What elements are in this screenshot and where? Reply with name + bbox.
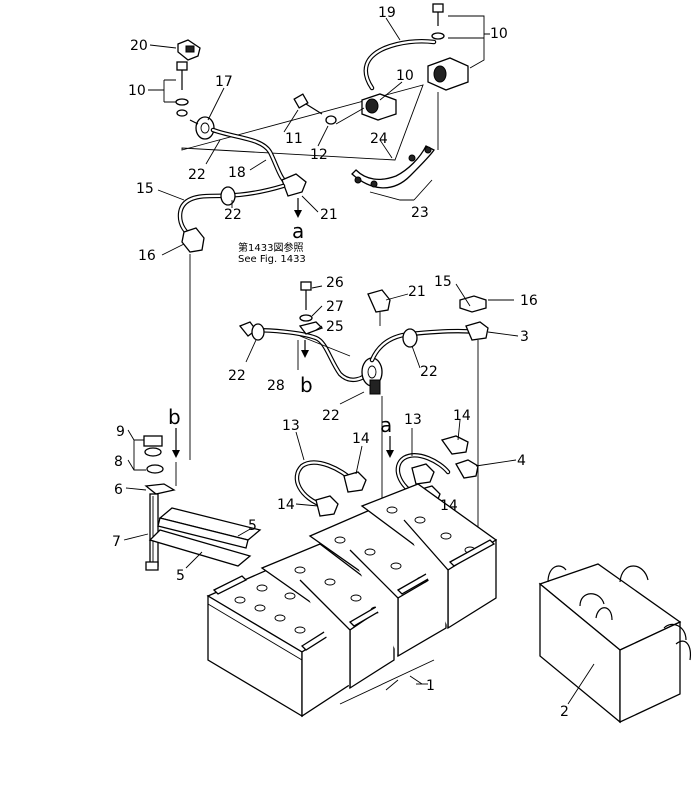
terminal-part-4 (455, 459, 479, 479)
cable-part-13-left (294, 460, 367, 517)
figure-reference-jp: 第1433図参照 (238, 241, 303, 254)
callout-10-middle: 10 (396, 68, 414, 84)
callout-3: 3 (520, 329, 529, 345)
callout-22-grommet: 22 (322, 408, 340, 424)
callout-22-left: 22 (224, 207, 242, 223)
upper-right-assembly (293, 3, 469, 189)
callout-14-left: 14 (277, 497, 295, 513)
callout-22-mid-left: 22 (228, 368, 246, 384)
terminal-part-20 (177, 39, 201, 61)
callout-21-top: 21 (320, 207, 338, 223)
callout-21-mid: 21 (408, 284, 426, 300)
callout-5-left: 5 (176, 568, 185, 584)
callout-7: 7 (112, 534, 121, 550)
callout-10-left: 10 (128, 83, 146, 99)
middle-assembly (238, 281, 489, 560)
callout-13-right: 13 (404, 412, 422, 428)
battery-group-part-1 (206, 483, 498, 718)
view-marker-b-mid: b (300, 373, 313, 397)
battery-box-part-2 (538, 563, 691, 724)
terminal-part-16-right (459, 295, 487, 313)
callout-20: 20 (130, 38, 148, 54)
terminal-part-21-top (281, 173, 307, 197)
callout-16-right: 16 (520, 293, 538, 309)
callout-25: 25 (326, 319, 344, 335)
callout-14-mid: 14 (352, 431, 370, 447)
clamp-block-middle (361, 93, 397, 121)
callout-9: 9 (116, 424, 125, 440)
callout-6: 6 (114, 482, 123, 498)
callout-22-top: 22 (188, 167, 206, 183)
bracket-part-23-24 (351, 145, 435, 189)
callout-8: 8 (114, 454, 123, 470)
rod-part-7 (149, 493, 159, 567)
callout-14-top-right: 14 (453, 408, 471, 424)
view-arrow-a-top (294, 198, 302, 218)
callout-24: 24 (370, 131, 388, 147)
callout-4: 4 (517, 453, 526, 469)
view-arrow-b-low (172, 428, 180, 458)
clamp-block-right (427, 57, 469, 91)
callout-1: 1 (426, 678, 435, 694)
callout-18: 18 (228, 165, 246, 181)
callout-13-left: 13 (282, 418, 300, 434)
terminal-part-3 (465, 321, 489, 341)
callout-2: 2 (560, 704, 569, 720)
bolt-part-11 (293, 93, 323, 115)
nut-part-9 (143, 435, 163, 447)
terminal-part-16-left (181, 227, 205, 253)
callout-17: 17 (215, 74, 233, 90)
callout-15-top: 15 (136, 181, 154, 197)
callout-15-mid: 15 (434, 274, 452, 290)
view-arrow-a-low (386, 436, 394, 458)
bolt-part-10-right (431, 3, 445, 40)
callout-16-left: 16 (138, 248, 156, 264)
figure-reference-en: See Fig. 1433 (238, 254, 306, 265)
callout-23: 23 (411, 205, 429, 221)
callout-19: 19 (378, 5, 396, 21)
callout-22-mid-right: 22 (420, 364, 438, 380)
callout-14-right: 14 (440, 498, 458, 514)
terminal-part-14-top (440, 435, 469, 455)
callout-28: 28 (267, 378, 285, 394)
callout-27: 27 (326, 299, 344, 315)
grommet-part-17 (189, 116, 215, 140)
battery-4 (360, 483, 498, 630)
hold-down-hardware (143, 435, 262, 571)
washer-part-8 (146, 464, 164, 474)
upper-left-assembly (175, 39, 424, 460)
leader-lines (123, 15, 595, 705)
callout-12: 12 (310, 147, 328, 163)
callout-26: 26 (326, 275, 344, 291)
callout-10-right: 10 (490, 26, 508, 42)
clamp-part-25 (298, 321, 324, 335)
view-arrow-b-mid (301, 340, 309, 358)
view-marker-a-top: a (292, 219, 304, 243)
view-marker-a-low: a (380, 413, 392, 437)
plate-part-6 (144, 483, 176, 495)
callout-5-right: 5 (248, 518, 257, 534)
bolt-part-26 (299, 281, 313, 322)
view-marker-b-low: b (168, 405, 181, 429)
bolt-part-10-left (175, 61, 189, 117)
terminal-part-21-mid (367, 289, 391, 313)
callout-11: 11 (285, 131, 303, 147)
washer-part-12 (325, 115, 337, 125)
